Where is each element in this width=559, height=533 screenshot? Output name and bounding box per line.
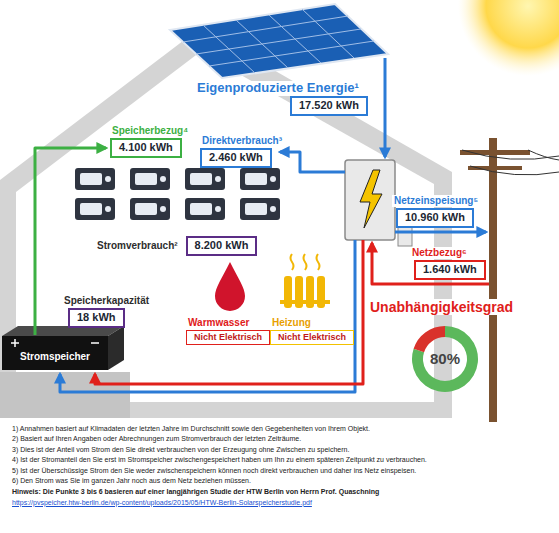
lightning-symbol	[360, 170, 382, 228]
footnotes: 1) Annahmen basiert auf Klimadaten der l…	[12, 424, 549, 508]
battery-side	[108, 326, 124, 370]
solar-panel	[170, 4, 388, 78]
flow-heading: Direktverbrauch³	[200, 135, 284, 147]
value-box: Eigenproduzierte Energie¹17.520 kWh	[195, 78, 368, 116]
donut-rest	[414, 326, 445, 352]
row-group: Stromverbrauch² 8.200 kWh	[95, 236, 257, 256]
value-box: Speicherbezug⁴4.100 kWh	[110, 120, 190, 158]
appliance-detail	[190, 203, 212, 215]
appliance-knob	[215, 206, 221, 212]
flow-value: 10.960 kWh	[396, 208, 474, 228]
appliance-knob	[270, 176, 276, 182]
flow-value: 8.200 kWh	[186, 236, 258, 256]
appliance-knob	[105, 206, 111, 212]
battery-body	[2, 336, 108, 370]
flow-value: Nicht Elektrisch	[270, 330, 354, 345]
appliance	[130, 168, 170, 190]
appliance-knob	[160, 206, 166, 212]
appliance-knob	[270, 206, 276, 212]
value-box: HeizungNicht Elektrisch	[270, 312, 354, 345]
donut-gauge: 80%	[410, 324, 480, 394]
appliance	[75, 168, 115, 190]
battery-stand	[0, 372, 130, 418]
meter-box	[398, 226, 412, 246]
appliance-knob	[160, 176, 166, 182]
footnote: 2) Basiert auf Ihren Angaben oder Abrech…	[12, 434, 549, 444]
flow-heading: Stromverbrauch²	[95, 240, 180, 252]
flow-value: 1.640 kWh	[414, 260, 486, 280]
flow-value: 4.100 kWh	[110, 138, 182, 158]
flow-line	[384, 58, 387, 157]
flow-value: 2.460 kWh	[200, 148, 272, 168]
appliance-detail	[80, 173, 102, 185]
appliance	[185, 168, 225, 190]
energy-flows	[35, 58, 489, 392]
panel-grid	[183, 9, 374, 73]
flow-line	[60, 240, 355, 392]
appliance-icons	[75, 168, 280, 220]
appliance-detail	[245, 173, 267, 185]
flow-heading: Eigenproduzierte Energie¹	[195, 81, 361, 96]
heat-waves	[291, 254, 320, 270]
appliance	[75, 198, 115, 220]
battery-terminals	[11, 339, 99, 347]
value-box: Direktverbrauch³2.460 kWh	[200, 130, 284, 168]
appliance	[130, 198, 170, 220]
gauge-value: 80%	[410, 350, 480, 367]
flow-heading: Netzeinspeisung⁵	[392, 195, 480, 207]
flow-heading: Unabhängigkeitsgrad	[368, 299, 515, 315]
flow-heading: Speicherkapazität	[62, 295, 151, 307]
appliance	[185, 198, 225, 220]
water-drop	[215, 262, 245, 311]
appliance-detail	[80, 203, 102, 215]
house-outline	[0, 28, 452, 418]
battery-text: Stromspeicher	[2, 351, 108, 362]
appliance-detail	[245, 203, 267, 215]
value-box: Stromverbrauch² 8.200 kWh	[95, 236, 257, 256]
flow-heading: Heizung	[270, 317, 313, 329]
footnote: 5) Ist der Überschüssige Strom den Sie w…	[12, 466, 549, 476]
flow-value: Nicht Elektrisch	[186, 330, 270, 345]
value-box: Netzeinspeisung⁵10.960 kWh	[392, 190, 480, 228]
footnote: 3) Dies ist der Anteil vom Strom den Sie…	[12, 445, 549, 455]
flow-heading: Speicherbezug⁴	[110, 125, 190, 137]
power-wires	[462, 150, 559, 175]
appliance-detail	[135, 173, 157, 185]
appliance	[240, 168, 280, 190]
sun	[458, 0, 559, 76]
flow-value: 18 kWh	[68, 308, 125, 328]
value-box: Speicherkapazität18 kWh	[62, 290, 151, 328]
appliance	[240, 198, 280, 220]
value-box: Netzbezug⁶1.640 kWh	[410, 242, 486, 280]
power-pole	[489, 138, 497, 422]
footnote: Hinweis: Die Punkte 3 bis 6 basieren auf…	[12, 487, 549, 497]
flow-heading: Netzbezug⁶	[410, 247, 469, 259]
flow-value: 17.520 kWh	[290, 96, 368, 116]
battery-label: Stromspeicher	[2, 351, 108, 362]
appliance-knob	[215, 176, 221, 182]
appliance-detail	[135, 203, 157, 215]
flow-line	[372, 243, 489, 284]
flow-line	[395, 231, 486, 234]
footnote: 6) Den Strom was Sie im ganzen Jahr noch…	[12, 476, 549, 486]
footnote: 4) Ist der Stromanteil den Sie erst im S…	[12, 455, 549, 465]
gauge-node: Unabhängigkeitsgrad 80%	[368, 298, 515, 394]
footnote: 1) Annahmen basiert auf Klimadaten der l…	[12, 424, 549, 434]
flow-heading: Warmwasser	[186, 317, 251, 329]
meter-cabinet	[345, 160, 395, 240]
value-box: WarmwasserNicht Elektrisch	[186, 312, 270, 345]
footnote: https://pvspeicher.htw-berlin.de/wp-cont…	[12, 498, 549, 508]
appliance-detail	[190, 173, 212, 185]
flow-line	[280, 152, 345, 172]
flow-line	[95, 240, 363, 384]
radiator	[280, 276, 330, 308]
appliance-knob	[105, 176, 111, 182]
